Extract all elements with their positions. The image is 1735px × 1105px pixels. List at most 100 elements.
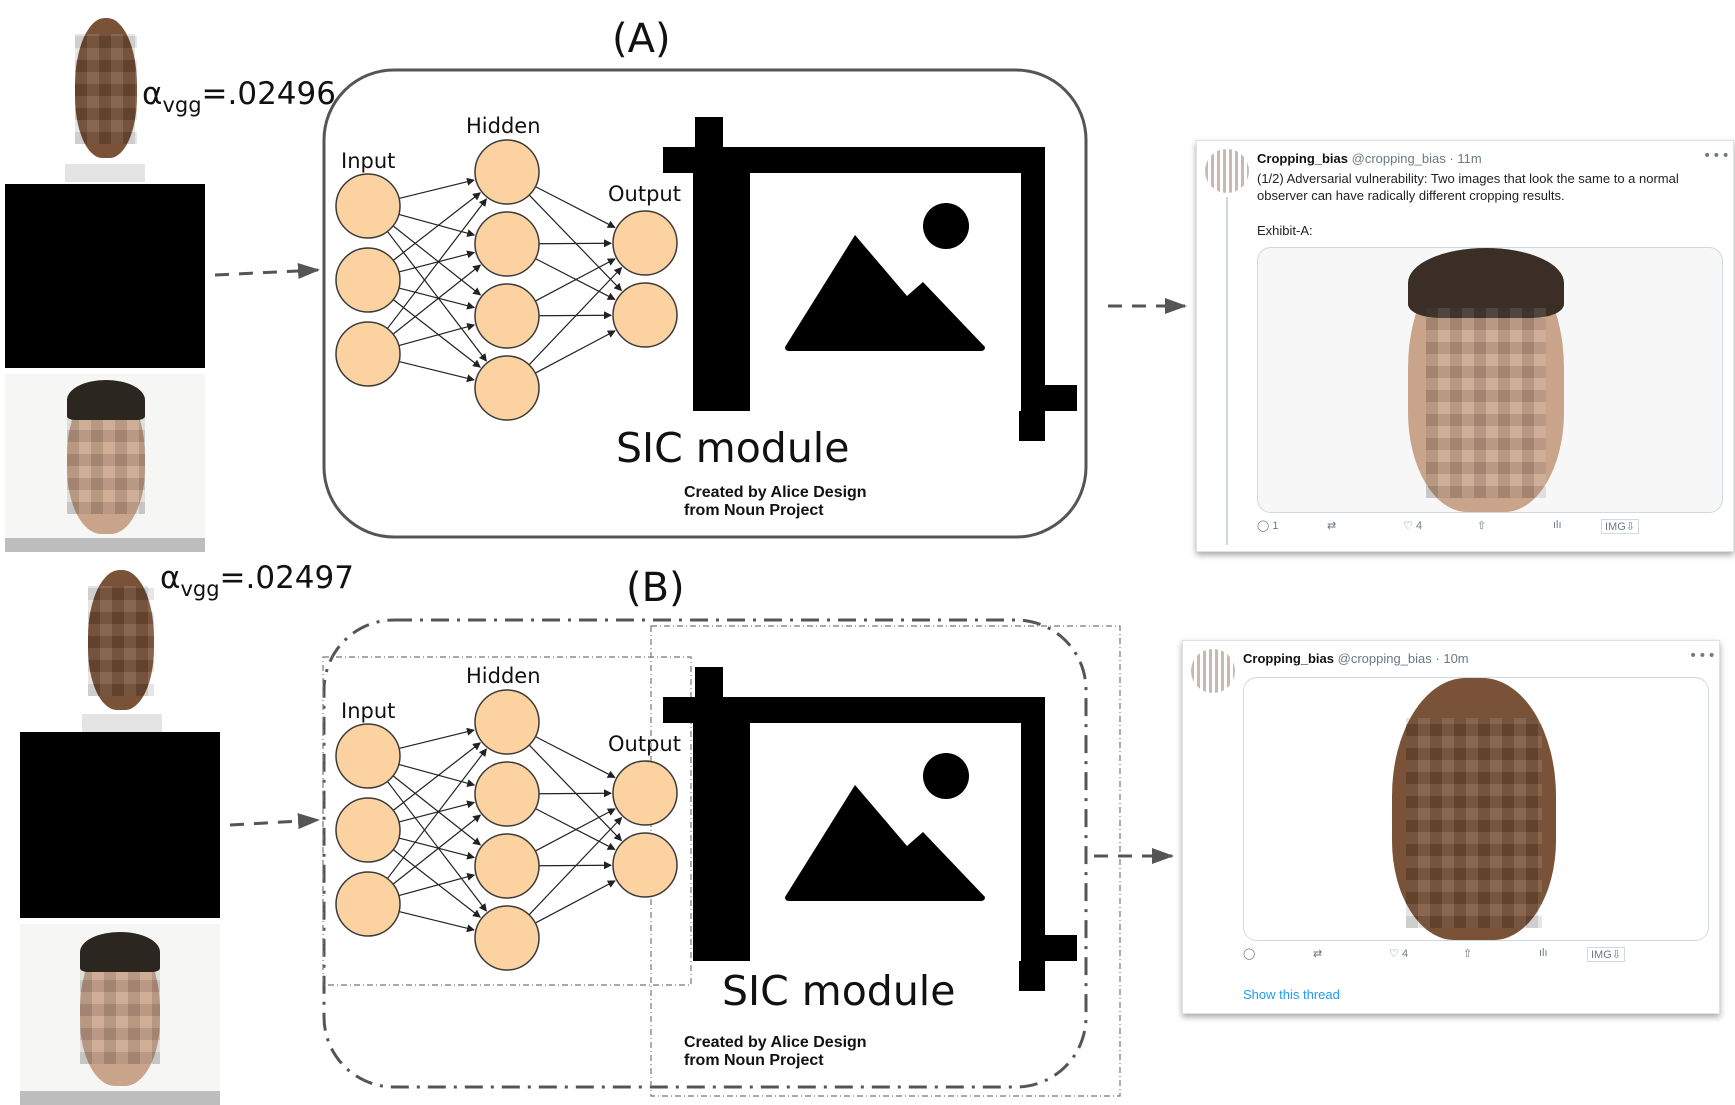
network-connection xyxy=(392,299,481,368)
image-stack-a xyxy=(5,14,205,552)
hidden-neuron xyxy=(474,761,540,827)
like-button[interactable]: ♡ 4 xyxy=(1389,947,1408,960)
alpha-vgg-b: αvgg=.02497 xyxy=(160,560,354,601)
flow-arrow-input-b xyxy=(229,813,320,830)
user-name[interactable]: Cropping_bias xyxy=(1257,151,1349,166)
hidden-neuron xyxy=(474,833,540,899)
network-connection xyxy=(392,225,482,296)
network-connection xyxy=(535,186,616,228)
network-connection xyxy=(535,736,616,778)
retweet-icon[interactable]: ⇄ xyxy=(1313,948,1323,960)
like-count: 4 xyxy=(1401,948,1409,960)
sic-module-title-a: SIC module xyxy=(616,424,850,472)
network-connection xyxy=(528,194,623,292)
hidden-label-b: Hidden xyxy=(466,664,541,688)
crop-image-icon-b xyxy=(663,667,1077,991)
panel-label-b: (B) xyxy=(626,565,685,611)
share-icon[interactable]: ⇧ xyxy=(1477,520,1487,532)
image-download-button[interactable]: IMG⇩ xyxy=(1587,947,1625,962)
network-connection xyxy=(398,837,476,860)
network-connection xyxy=(392,849,481,918)
alpha-subscript: vgg xyxy=(180,577,220,601)
reply-button[interactable]: ◯ 1 xyxy=(1257,519,1279,532)
output-neuron xyxy=(612,760,678,826)
noun-project-credit-b: Created by Alice Design from Noun Projec… xyxy=(684,1034,867,1070)
sic-module-frame-b xyxy=(322,618,1088,1089)
output-label-a: Output xyxy=(608,182,681,206)
share-icon[interactable]: ⇧ xyxy=(1463,948,1473,960)
credit-line-2: from Noun Project xyxy=(684,1052,824,1069)
input-neuron xyxy=(335,723,401,789)
network-connection xyxy=(398,763,476,788)
hidden-neuron xyxy=(474,355,540,421)
network-connection xyxy=(392,775,482,846)
alpha-subscript: vgg xyxy=(162,93,202,117)
like-button[interactable]: ♡ 4 xyxy=(1403,519,1422,532)
show-thread-link[interactable]: Show this thread xyxy=(1243,987,1340,1002)
analytics-icon[interactable]: ılı xyxy=(1539,947,1548,959)
output-neuron xyxy=(612,210,678,276)
network-connection xyxy=(398,361,475,383)
credit-line-2: from Noun Project xyxy=(684,502,824,519)
more-menu-icon[interactable]: ••• xyxy=(1689,648,1717,664)
network-connection xyxy=(398,322,476,347)
network-connection xyxy=(528,816,623,916)
hidden-label-a: Hidden xyxy=(466,114,541,138)
input-neuron xyxy=(335,173,401,239)
network-connection xyxy=(535,258,616,300)
tweet-text: (1/2) Adversarial vulnerability: Two ima… xyxy=(1257,171,1679,203)
network-connection xyxy=(392,264,482,335)
tweet-image[interactable] xyxy=(1243,677,1709,941)
user-handle[interactable]: @cropping_bias · 11m xyxy=(1351,151,1482,166)
avatar[interactable] xyxy=(1191,649,1235,693)
network-connection xyxy=(398,287,476,310)
tweet-card-b[interactable]: Cropping_bias @cropping_bias · 10m ••• ◯… xyxy=(1182,640,1720,1014)
tweet-exhibit: Exhibit-A: xyxy=(1257,223,1313,238)
hidden-neuron xyxy=(474,211,540,277)
image-download-button[interactable]: IMG⇩ xyxy=(1601,519,1639,534)
like-count: 4 xyxy=(1415,520,1423,532)
network-connection xyxy=(398,250,476,273)
input-neuron xyxy=(335,247,401,313)
network-connection xyxy=(398,872,476,897)
more-menu-icon[interactable]: ••• xyxy=(1703,148,1731,164)
alpha-vgg-a: αvgg=.02496 xyxy=(142,76,336,117)
retweet-icon[interactable]: ⇄ xyxy=(1327,520,1337,532)
network-connection xyxy=(398,800,476,823)
neural-network-b xyxy=(335,689,678,971)
network-connection xyxy=(398,177,475,199)
network-connection xyxy=(392,192,481,261)
network-connection xyxy=(386,781,487,912)
alpha-symbol: α xyxy=(142,76,163,112)
hidden-neuron xyxy=(474,283,540,349)
network-connection xyxy=(538,789,613,798)
heart-icon: ♡ xyxy=(1403,520,1413,532)
network-connection xyxy=(538,861,613,870)
tweet-header: Cropping_bias @cropping_bias · 10m xyxy=(1243,651,1469,666)
network-connection xyxy=(528,266,623,366)
input-neuron xyxy=(335,871,401,937)
tweet-card-a[interactable]: Cropping_bias @cropping_bias · 11m ••• (… xyxy=(1196,140,1734,552)
network-connection xyxy=(538,311,613,320)
tweet-image[interactable] xyxy=(1257,247,1723,513)
network-connection xyxy=(535,808,616,852)
user-handle[interactable]: @cropping_bias · 10m xyxy=(1337,651,1469,666)
network-connection xyxy=(392,814,482,885)
avatar[interactable] xyxy=(1205,149,1249,193)
heart-icon: ♡ xyxy=(1389,948,1399,960)
network-connection xyxy=(535,880,616,924)
user-name[interactable]: Cropping_bias xyxy=(1243,651,1335,666)
alpha-value: =.02496 xyxy=(201,76,336,112)
bottom-face-photo-a xyxy=(5,374,205,552)
black-square-b xyxy=(20,732,220,918)
output-neuron xyxy=(612,832,678,898)
hidden-neuron xyxy=(474,139,540,205)
flow-arrow-input-a xyxy=(214,262,320,279)
network-connection xyxy=(398,213,476,238)
analytics-icon[interactable]: ılı xyxy=(1553,519,1562,531)
top-face-photo-a xyxy=(65,14,145,182)
bottom-face-photo-b xyxy=(20,924,220,1105)
network-connection xyxy=(392,742,481,811)
network-connection xyxy=(535,330,616,374)
reply-icon[interactable]: ◯ xyxy=(1243,948,1256,960)
